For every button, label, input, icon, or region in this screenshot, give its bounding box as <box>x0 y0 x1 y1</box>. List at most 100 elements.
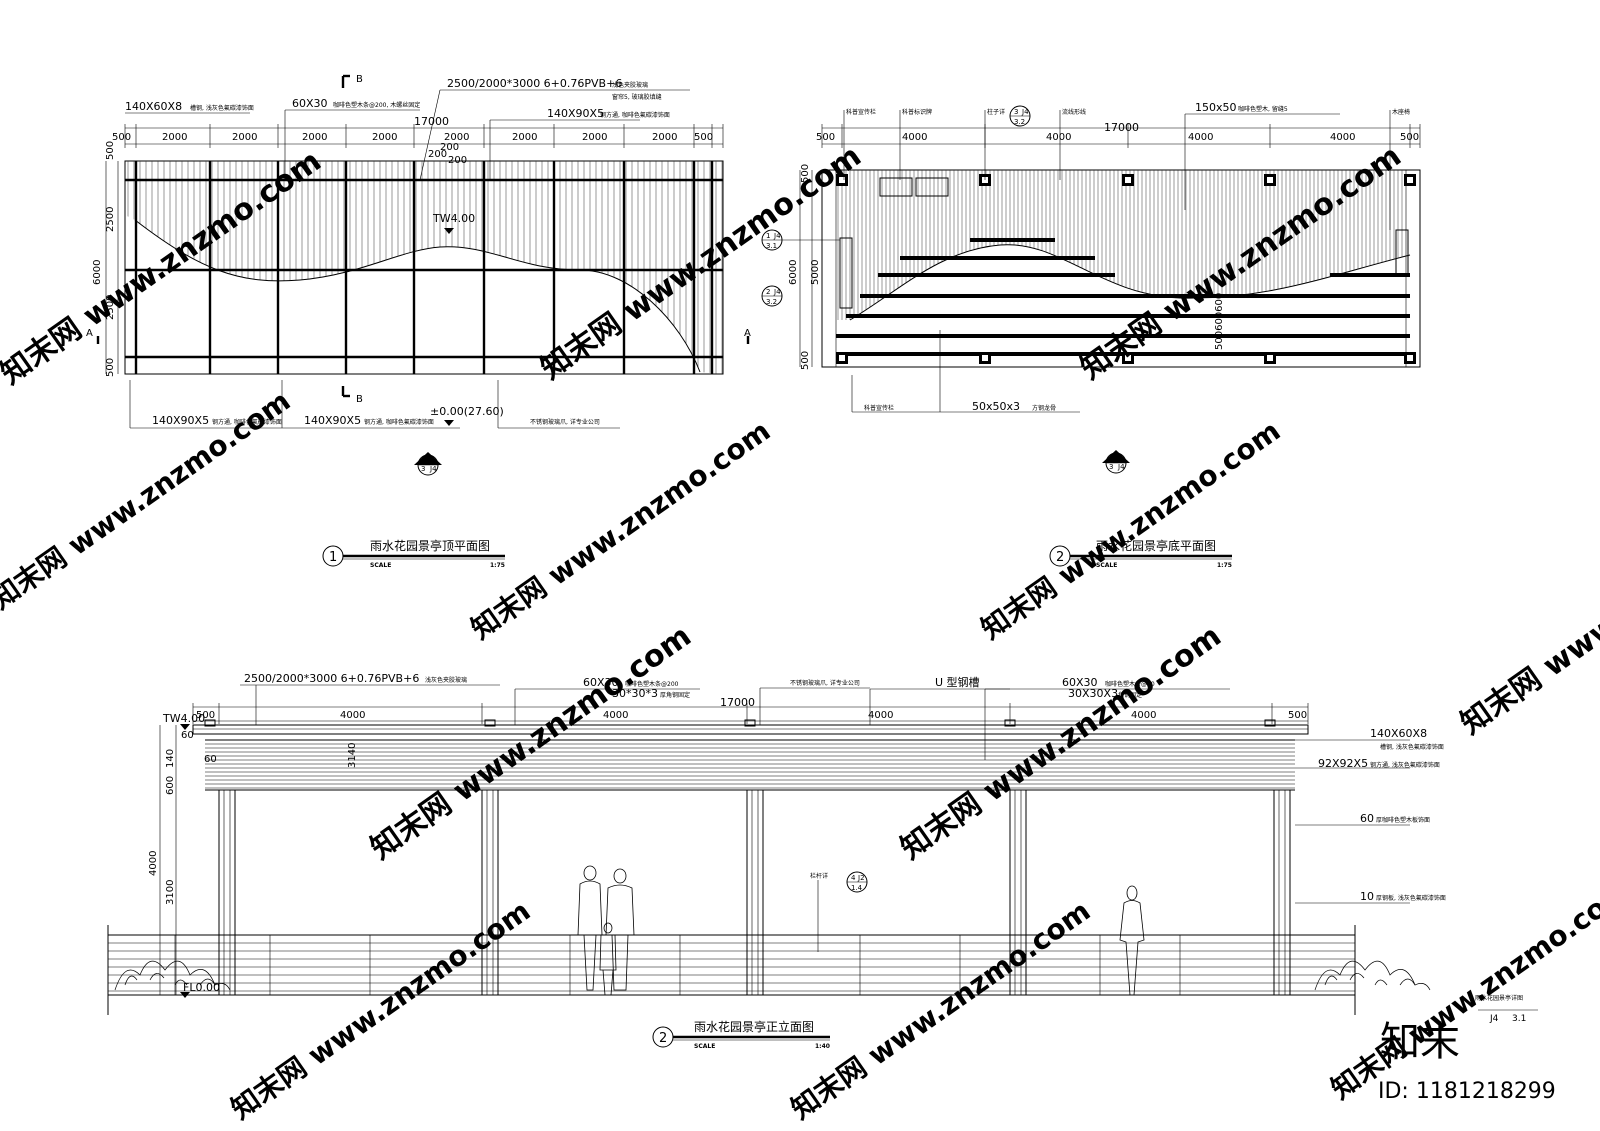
svg-text:厚咖啡色塑木板饰面: 厚咖啡色塑木板饰面 <box>1376 816 1430 824</box>
svg-text:500: 500 <box>800 351 811 370</box>
roof-note-3: 2500/2000*3000 6+0.76PVB+6 <box>447 77 622 90</box>
base-plan-bay-dim: 4000 <box>1046 132 1071 143</box>
svg-text:知末网 www.znzmo.com: 知末网 www.znzmo.com <box>895 619 1228 867</box>
elevation-floor-mark: FL0.00 <box>183 981 220 994</box>
roof-plan-number: 1 <box>329 550 337 565</box>
svg-text:3: 3 <box>1014 108 1018 116</box>
svg-text:雨水花园景亭详图: 雨水花园景亭详图 <box>1475 994 1523 1002</box>
roof-plan-left-dim-4: 2500 <box>105 295 116 320</box>
pavilion-detail-reference: 雨水花园景亭详图 J4 3.1 <box>1475 994 1538 1024</box>
roof-ground-mark: ±0.00(27.60) <box>430 405 504 418</box>
roof-plan-bay-dim: 2000 <box>162 132 187 143</box>
svg-text:1:40: 1:40 <box>815 1043 830 1050</box>
elevation-bay-dim: 4000 <box>603 710 628 721</box>
svg-text:J4: J4 <box>1489 1014 1499 1024</box>
image-id-label: ID: 1181218299 <box>1378 1079 1556 1104</box>
roof-plan-bay-dim: 2000 <box>582 132 607 143</box>
svg-text:30*30*3: 30*30*3 <box>612 687 658 700</box>
roof-note-2: 60X30 <box>292 97 328 110</box>
svg-text:50x50x3: 50x50x3 <box>972 400 1020 413</box>
section-marker-a-left: A <box>86 328 93 339</box>
base-plan-title: 雨水花园景亭底平面图 <box>1096 538 1216 553</box>
svg-text:3.1: 3.1 <box>1512 1014 1526 1024</box>
elevation-title: 雨水花园景亭正立面图 <box>694 1019 814 1034</box>
svg-text:流线形线: 流线形线 <box>1062 108 1086 116</box>
svg-text:150x50: 150x50 <box>1195 101 1237 114</box>
svg-text:槽钢, 浅灰色氟碳漆饰面: 槽钢, 浅灰色氟碳漆饰面 <box>1380 743 1444 751</box>
roof-plan-small-dim-1: 200 <box>440 142 459 153</box>
svg-text:钢方通, 浅灰色氟碳漆饰面: 钢方通, 浅灰色氟碳漆饰面 <box>1370 761 1440 769</box>
roof-plan-bay-dim: 2000 <box>302 132 327 143</box>
svg-text:600: 600 <box>165 776 176 795</box>
roof-plan-bay-dim: 2000 <box>372 132 397 143</box>
svg-text:J4: J4 <box>773 288 781 296</box>
svg-text:4000: 4000 <box>148 851 159 876</box>
svg-text:咖啡色塑木条@200: 咖啡色塑木条@200 <box>625 680 679 688</box>
svg-text:140X60X8: 140X60X8 <box>1370 727 1427 740</box>
svg-text:SCALE: SCALE <box>694 1043 715 1050</box>
svg-text:J2: J2 <box>857 874 865 882</box>
svg-text:栏杆详: 栏杆详 <box>810 872 828 880</box>
svg-text:柱子详: 柱子详 <box>987 108 1005 116</box>
roof-elevation-mark: TW4.00 <box>432 212 475 225</box>
elevation-bay-dim: 4000 <box>340 710 365 721</box>
svg-text:科普宣传栏: 科普宣传栏 <box>864 404 894 412</box>
elevation-title-block: 2 雨水花园景亭正立面图 SCALE 1:40 <box>652 1019 830 1050</box>
svg-text:3100: 3100 <box>165 880 176 905</box>
roof-plan-small-dim-2: 200 <box>428 149 447 160</box>
svg-text:知末网 www.znzmo.com: 知末网 www.znzmo.com <box>225 894 536 1126</box>
roof-note-4-sub: 钢方通, 咖啡色氟碳漆饰面 <box>600 111 670 119</box>
svg-text:J4: J4 <box>773 232 781 240</box>
svg-text:J4: J4 <box>1117 463 1125 471</box>
roof-note-5: 140X90X5 <box>152 414 209 427</box>
svg-text:知末网 www.znzmo.com: 知末网 www.znzmo.com <box>0 384 296 616</box>
svg-text:2: 2 <box>1056 550 1064 565</box>
elevation-timber-bands <box>204 719 1295 791</box>
svg-text:60X30: 60X30 <box>1062 676 1098 689</box>
svg-text:500: 500 <box>800 164 811 183</box>
svg-text:3: 3 <box>421 465 425 473</box>
base-plan-bay-dim: 4000 <box>1330 132 1355 143</box>
roof-note-6-sub: 钢方通, 咖啡色氟碳漆饰面 <box>364 418 434 426</box>
base-plan-callout: 3 J4 <box>1102 450 1130 474</box>
svg-text:厚角钢固定: 厚角钢固定 <box>660 691 690 699</box>
roof-note-3-sub: 浅色夹胶玻璃 <box>612 81 648 89</box>
svg-text:140: 140 <box>165 749 176 768</box>
svg-text:60: 60 <box>204 754 217 765</box>
elevation-top-mark: TW4.00 <box>162 712 205 725</box>
base-plan-bay-dim: 4000 <box>1188 132 1213 143</box>
svg-text:1.4: 1.4 <box>851 884 863 892</box>
svg-text:知末网 www.znzmo.com: 知末网 www.znzmo.com <box>365 619 698 867</box>
roof-plan-left-dim-3: 6000 <box>92 260 103 285</box>
roof-plan-bay-dim: 2000 <box>652 132 677 143</box>
section-marker-b-top: B <box>356 74 363 85</box>
brand-logo: 知末 <box>1380 1019 1460 1065</box>
roof-plan-title-block: 1 雨水花园景亭顶平面图 SCALE 1:75 <box>322 538 505 569</box>
svg-text:浅灰色夹胶玻璃: 浅灰色夹胶玻璃 <box>425 676 467 684</box>
svg-text:2500/2000*3000 6+0.76PVB+6: 2500/2000*3000 6+0.76PVB+6 <box>244 672 419 685</box>
svg-text:1:75: 1:75 <box>1217 562 1232 569</box>
roof-note-1-sub: 槽钢, 浅灰色氟碳漆饰面 <box>190 104 254 112</box>
svg-text:3.2: 3.2 <box>1014 118 1025 126</box>
svg-text:2: 2 <box>659 1031 667 1046</box>
svg-text:J4: J4 <box>1021 108 1029 116</box>
elevation-bay-dim: 500 <box>196 710 215 721</box>
svg-text:不锈钢玻璃爪, 详专业公司: 不锈钢玻璃爪, 详专业公司 <box>790 679 860 687</box>
svg-text:3: 3 <box>1109 463 1113 471</box>
base-plan-overall-dim: 17000 <box>1104 121 1139 134</box>
svg-text:方钢龙骨: 方钢龙骨 <box>1032 404 1056 412</box>
svg-text:咖啡色塑木条@90: 咖啡色塑木条@90 <box>1105 680 1155 688</box>
section-marker-a-right: A <box>744 328 751 339</box>
svg-text:2: 2 <box>766 288 770 296</box>
roof-plan-overall-dim: 17000 <box>414 115 449 128</box>
elevation-railing <box>107 934 1356 995</box>
shrubs <box>114 960 1431 991</box>
roof-note-5-sub: 钢方通, 咖啡色氟碳漆饰面 <box>212 418 282 426</box>
roof-plan-callout: 3 J4 <box>414 452 442 476</box>
svg-text:1: 1 <box>766 232 770 240</box>
elevation-bay-dim: 4000 <box>868 710 893 721</box>
